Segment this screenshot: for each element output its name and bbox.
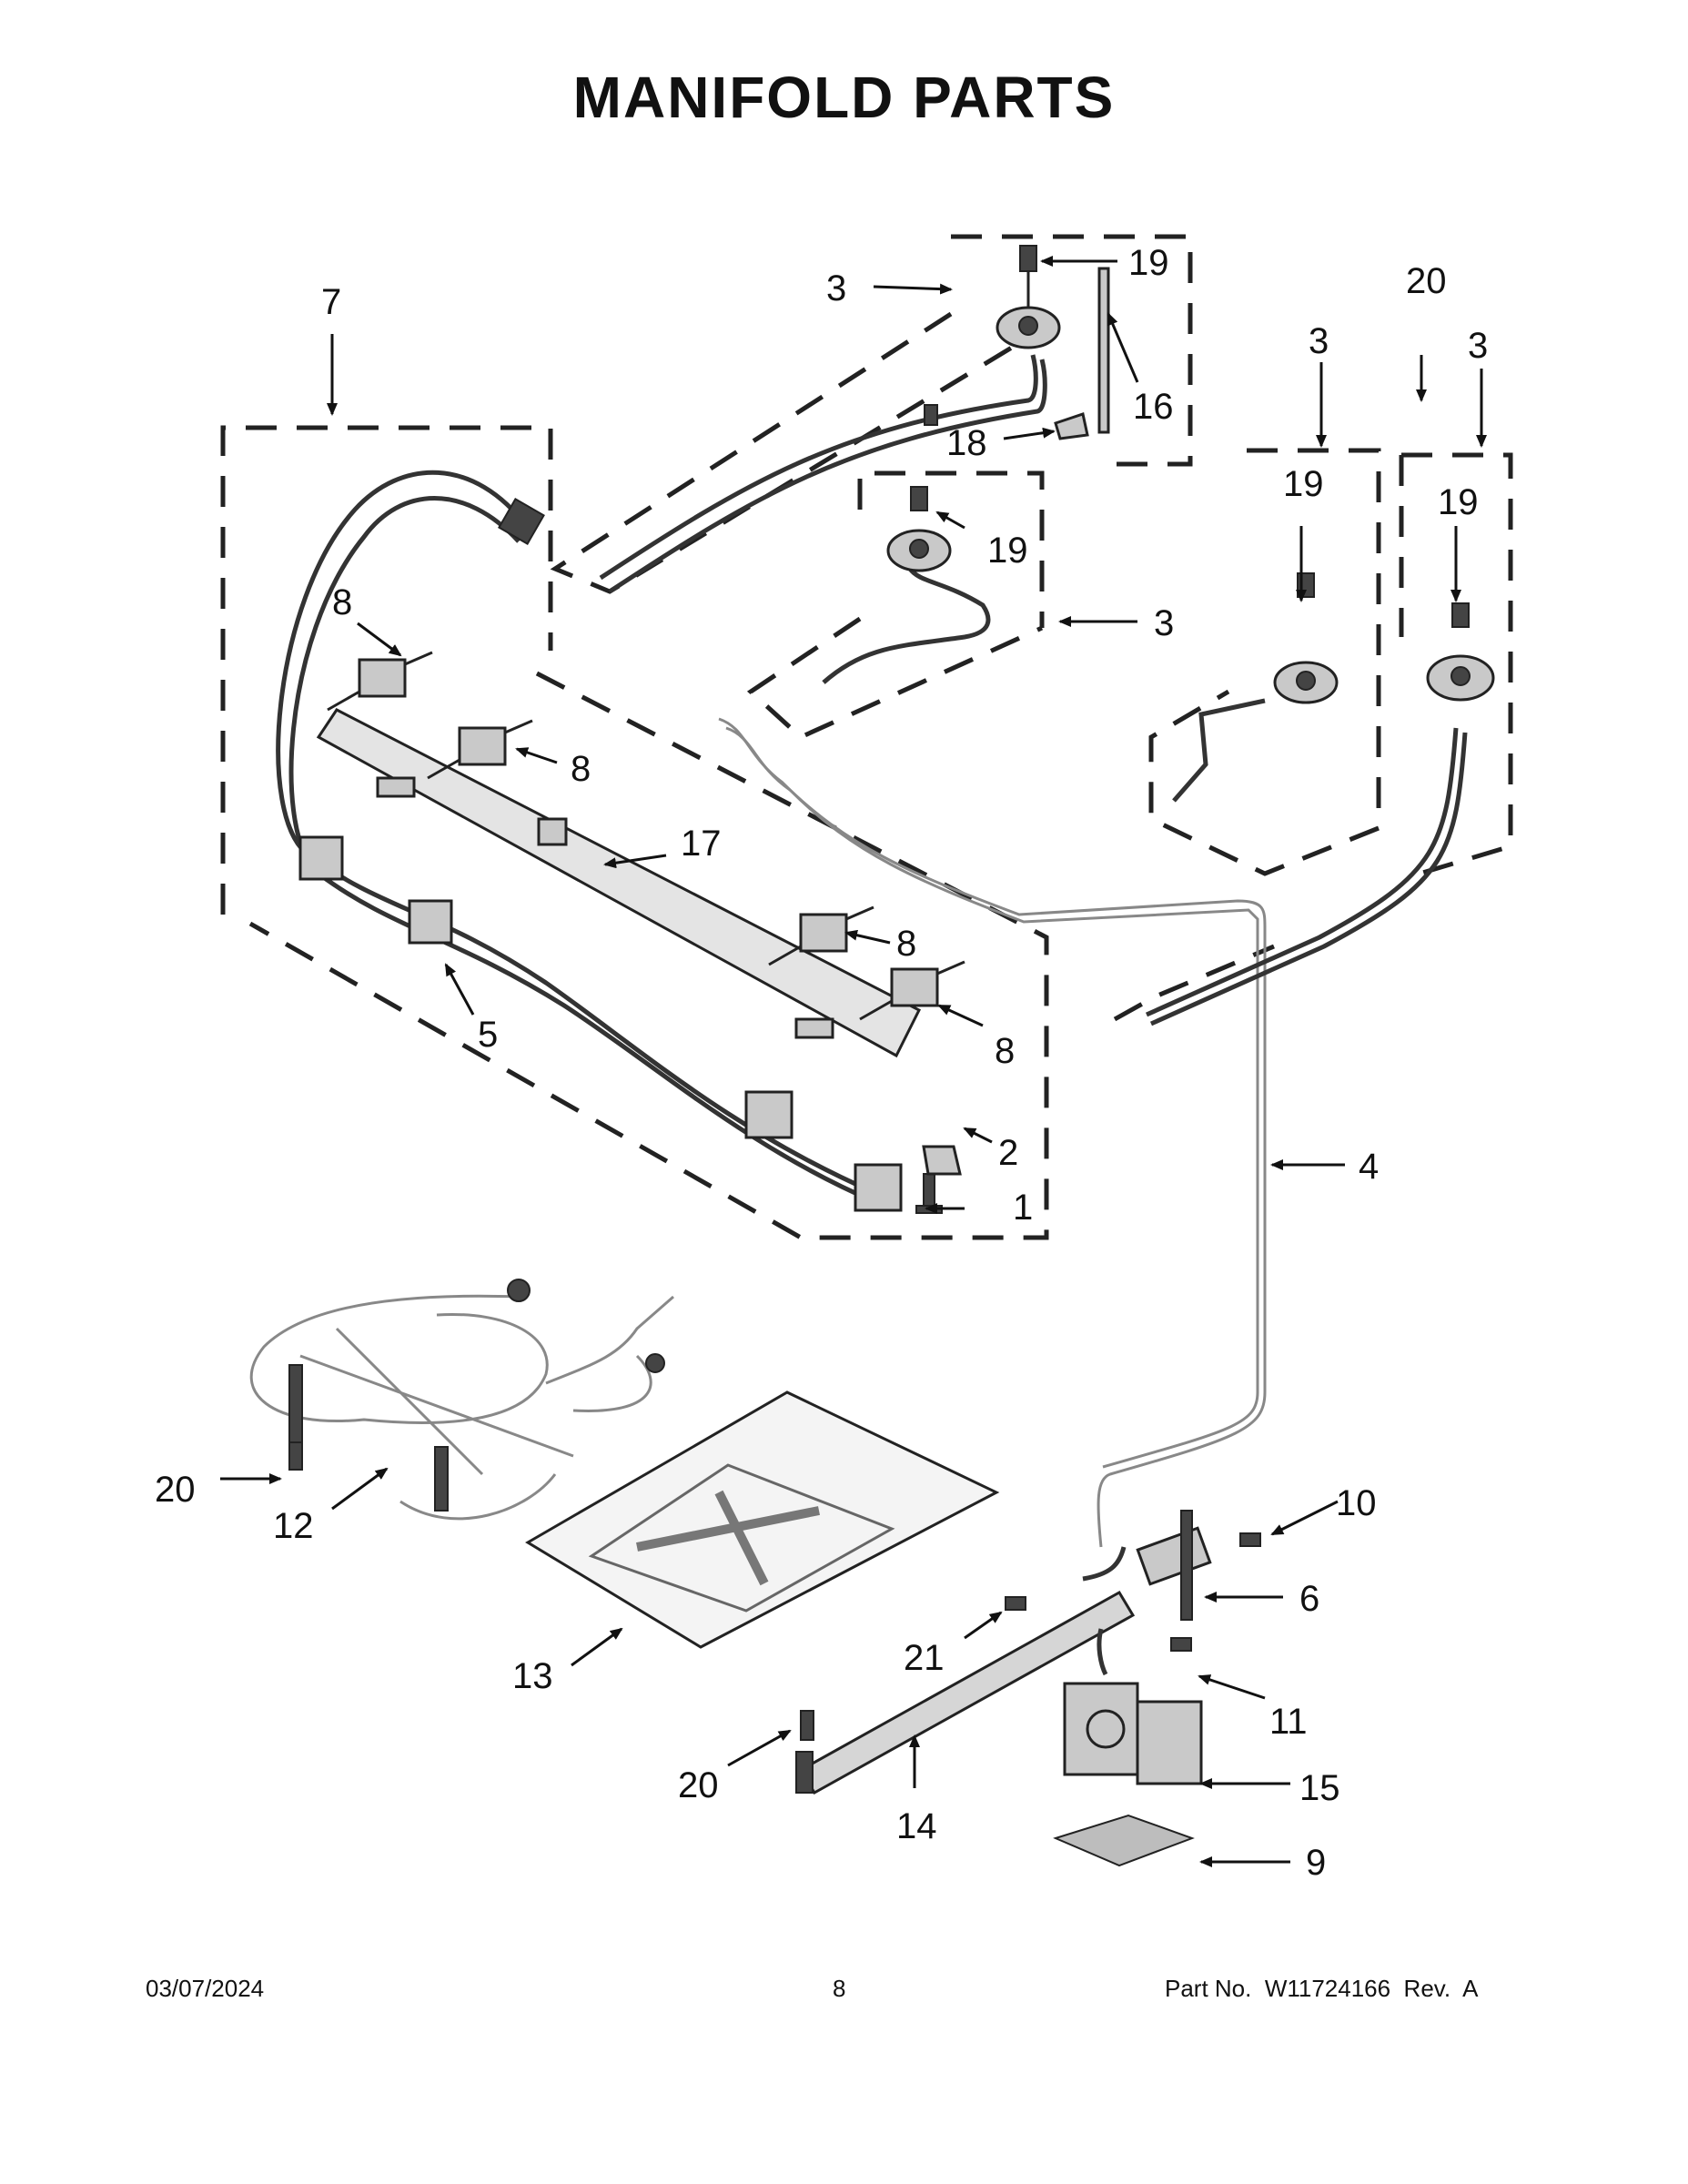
gas-supply-tube (718, 717, 1267, 1548)
footer-page-number: 8 (833, 1975, 846, 2002)
manifold-pipe (316, 708, 922, 1058)
callout-20: 20 (155, 1470, 196, 1510)
callout-8: 8 (896, 924, 916, 964)
callout-3: 3 (1309, 321, 1329, 361)
callout-8: 8 (332, 582, 352, 622)
broil-burner-tube (795, 1546, 1136, 1795)
callout-20: 20 (1406, 261, 1447, 301)
callout-5: 5 (478, 1015, 498, 1055)
callout-3: 3 (1154, 603, 1174, 643)
callout-4: 4 (1359, 1147, 1379, 1187)
callout-12: 12 (273, 1506, 314, 1546)
callout-9: 9 (1306, 1843, 1326, 1883)
callout-19: 19 (1438, 482, 1479, 522)
callout-6: 6 (1299, 1579, 1319, 1619)
callout-3: 3 (826, 268, 846, 308)
footer-date: 03/07/2024 (146, 1975, 265, 2002)
right-rear-valve-boundary (1113, 452, 1513, 1022)
callout-labels: 1 2 3 3 3 3 3 4 5 6 7 8 8 8 8 9 10 11 12… (155, 243, 1488, 1883)
callout-3: 3 (1468, 326, 1488, 366)
harness-wiring (276, 470, 903, 1212)
callout-19: 19 (1128, 243, 1169, 283)
top-burner-valve-boundary (550, 234, 1193, 594)
center-burner-valve-boundary (746, 470, 1045, 740)
callout-14: 14 (896, 1806, 937, 1846)
callout-15: 15 (1299, 1768, 1340, 1808)
callout-21: 21 (904, 1638, 945, 1678)
callout-8: 8 (571, 749, 591, 789)
broil-burner-shield (525, 1390, 1000, 1649)
callout-7: 7 (321, 282, 341, 322)
callout-19: 19 (1283, 464, 1324, 504)
burner-heads (886, 245, 1495, 704)
footer-part-number: Part No. W11724166 Rev. A (1165, 1975, 1479, 2002)
burner-valves (327, 651, 965, 1021)
screws (288, 404, 1261, 1741)
bake-element (249, 1279, 674, 1521)
leader-arrows (220, 256, 1487, 1867)
callout-1: 1 (1013, 1188, 1033, 1228)
callout-18: 18 (946, 423, 987, 463)
page-title: MANIFOLD PARTS (572, 65, 1116, 130)
callout-8: 8 (995, 1031, 1015, 1071)
callout-19: 19 (987, 531, 1028, 571)
igniter-and-regulator (1053, 1510, 1212, 1867)
callout-10: 10 (1336, 1483, 1377, 1523)
right-front-valve-boundary (1148, 448, 1381, 876)
top-burner-tubes (599, 354, 1468, 1026)
callout-2: 2 (998, 1133, 1018, 1173)
callout-17: 17 (681, 824, 722, 864)
callout-13: 13 (512, 1656, 553, 1696)
callout-20: 20 (678, 1765, 719, 1805)
manifold-assembly-boundary (220, 425, 1049, 1240)
callout-11: 11 (1269, 1702, 1308, 1742)
callout-16: 16 (1133, 387, 1174, 427)
